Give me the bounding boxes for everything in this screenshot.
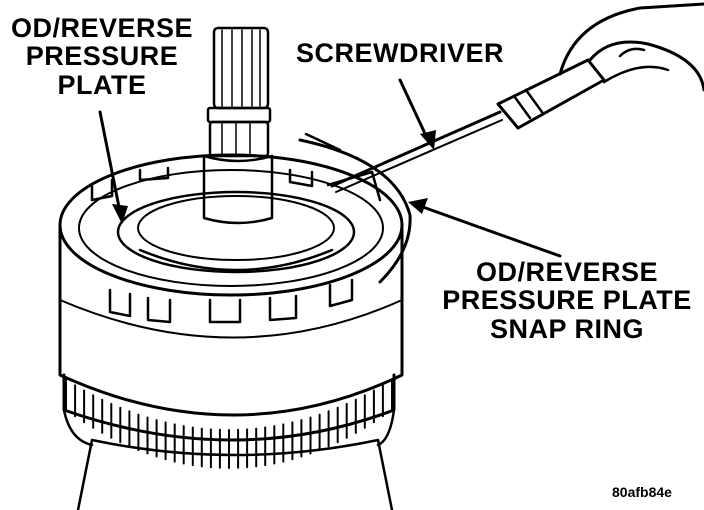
- label-line-3: PLATE: [57, 69, 147, 100]
- arrowhead-plate: [112, 204, 128, 224]
- od-reverse-pressure-plate-label: OD/REVERSE PRESSURE PLATE: [2, 14, 202, 99]
- label-line-1: OD/REVERSE: [475, 257, 659, 287]
- label-line-2: PRESSURE: [25, 41, 179, 72]
- label-line-1: OD/REVERSE: [10, 13, 194, 43]
- arrowheads: [112, 130, 436, 224]
- snap-ring-label: OD/REVERSE PRESSURE PLATE SNAP RING: [432, 258, 702, 343]
- pressure-plate: [116, 190, 356, 274]
- label-line-2: PRESSURE PLATE: [442, 285, 692, 316]
- leader-lines: [98, 78, 562, 258]
- input-shaft: [202, 26, 274, 225]
- gear-teeth-band: [62, 373, 396, 469]
- label-line-3: SNAP RING: [489, 313, 645, 344]
- clutch-drum: [58, 153, 404, 417]
- housing-base: [76, 438, 394, 510]
- arrowhead-snap-ring: [408, 198, 428, 214]
- arrowhead-screwdriver: [420, 130, 436, 150]
- snap-ring: [298, 132, 412, 284]
- screwdriver-label: SCREWDRIVER: [296, 38, 505, 68]
- figure-code: 80afb84e: [612, 484, 672, 500]
- screwdriver: [330, 2, 704, 193]
